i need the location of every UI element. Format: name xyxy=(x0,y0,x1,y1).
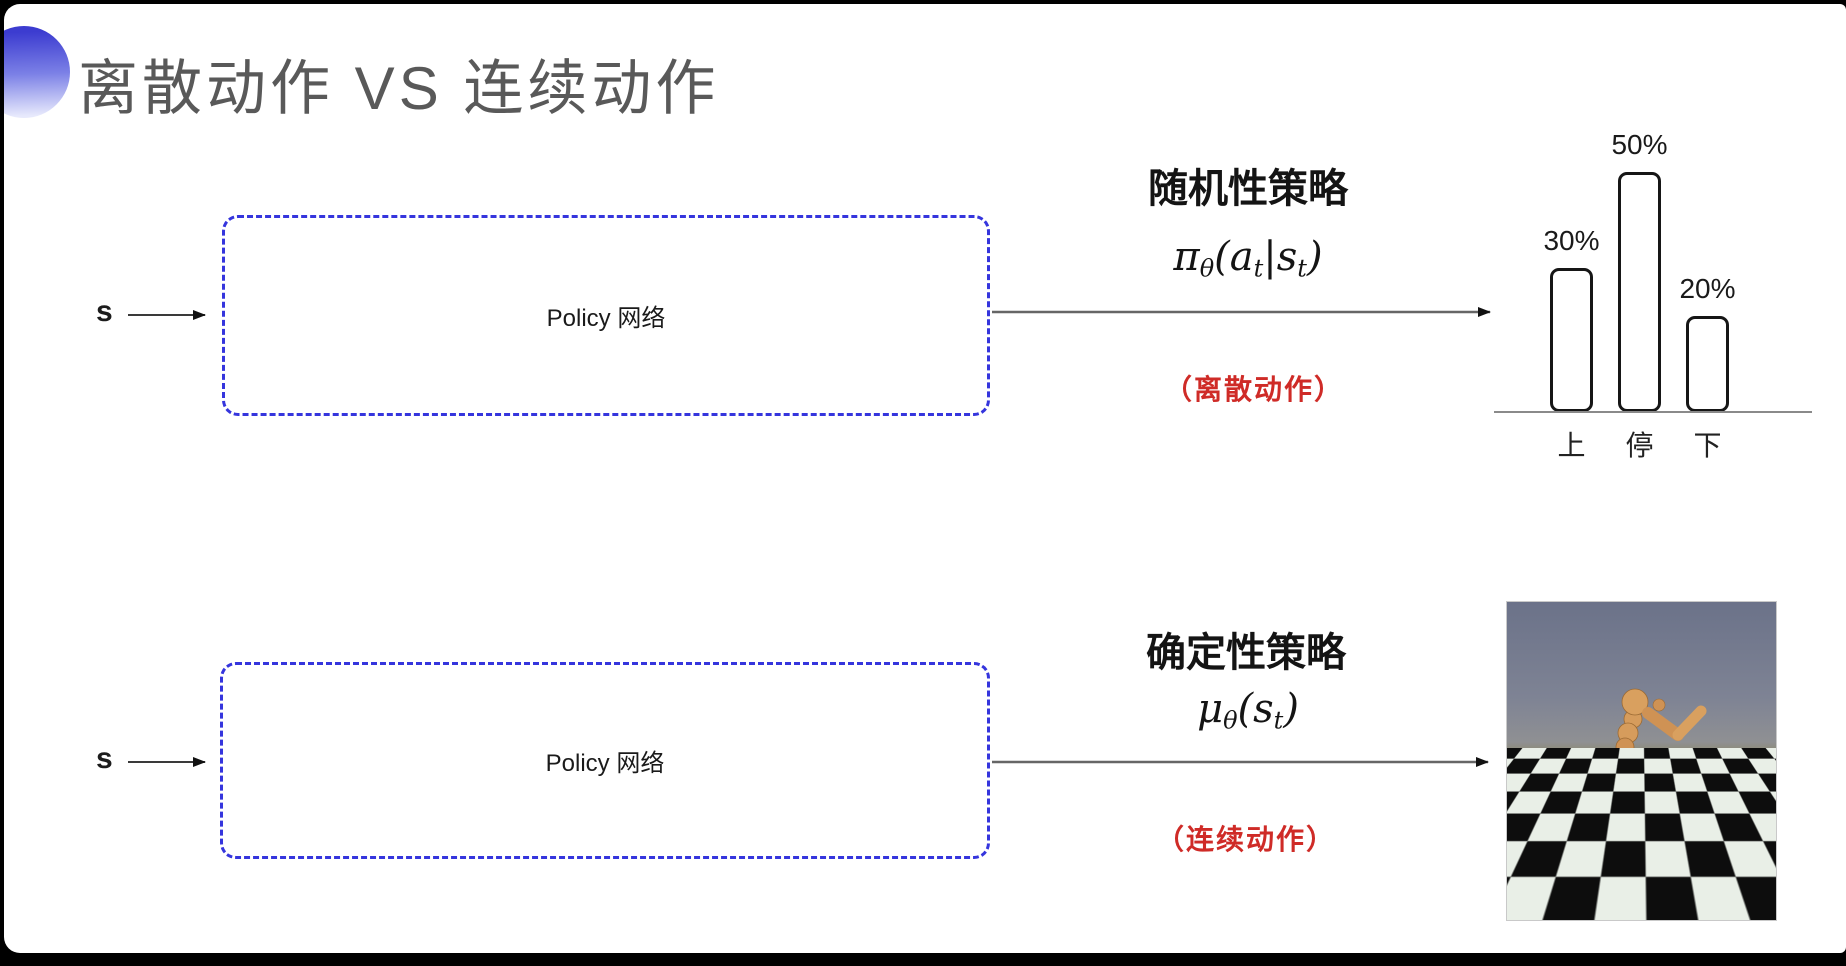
bar-chart-baseline xyxy=(1494,411,1812,413)
bar-value-label: 30% xyxy=(1543,225,1600,256)
deterministic-policy-formula: μθ(st) xyxy=(1197,686,1299,735)
discrete-action-note: （离散动作） xyxy=(1163,374,1345,405)
bar-column: 50% xyxy=(1611,129,1668,412)
state-input-label-1: s xyxy=(96,295,113,328)
policy-network-box-2: Policy 网络 xyxy=(220,662,990,859)
slide: 离散动作 VS 连续动作 s Policy 网络 随机性策略 πθ(at|st)… xyxy=(4,4,1846,953)
state-input-label-2: s xyxy=(96,742,113,775)
deterministic-policy-title: 确定性策略 xyxy=(1146,631,1346,675)
stochastic-policy-title: 随机性策略 xyxy=(1148,167,1348,211)
bar-chart-categories: 上停下 xyxy=(1550,424,1729,464)
bar-column: 30% xyxy=(1543,225,1600,412)
policy-network-label-1: Policy 网络 xyxy=(546,305,666,332)
humanoid-simulation-image xyxy=(1506,601,1777,921)
bar xyxy=(1550,268,1593,412)
policy-network-box-1: Policy 网络 xyxy=(222,215,990,416)
policy-network-label-2: Policy 网络 xyxy=(545,750,665,777)
continuous-action-note: （连续动作） xyxy=(1155,824,1337,855)
bar-category-label: 上 xyxy=(1557,430,1586,461)
bar-chart-bars: 30% 50% 20% xyxy=(1543,100,1736,412)
bar-value-label: 50% xyxy=(1611,129,1668,160)
stochastic-policy-formula: πθ(at|st) xyxy=(1173,234,1323,283)
bar-category-label: 下 xyxy=(1693,430,1722,461)
action-probability-bar-chart: 30% 50% 20% 上 停 下 xyxy=(1494,100,1812,464)
title-bullet-icon xyxy=(4,26,70,118)
humanoid-robot-figure xyxy=(1521,688,1707,920)
bar xyxy=(1686,316,1729,412)
page-title: 离散动作 VS 连续动作 xyxy=(78,55,720,122)
bar-column: 20% xyxy=(1679,273,1736,412)
bar-value-label: 20% xyxy=(1679,273,1736,304)
bar-category-label: 停 xyxy=(1625,430,1654,461)
bar xyxy=(1618,172,1661,412)
